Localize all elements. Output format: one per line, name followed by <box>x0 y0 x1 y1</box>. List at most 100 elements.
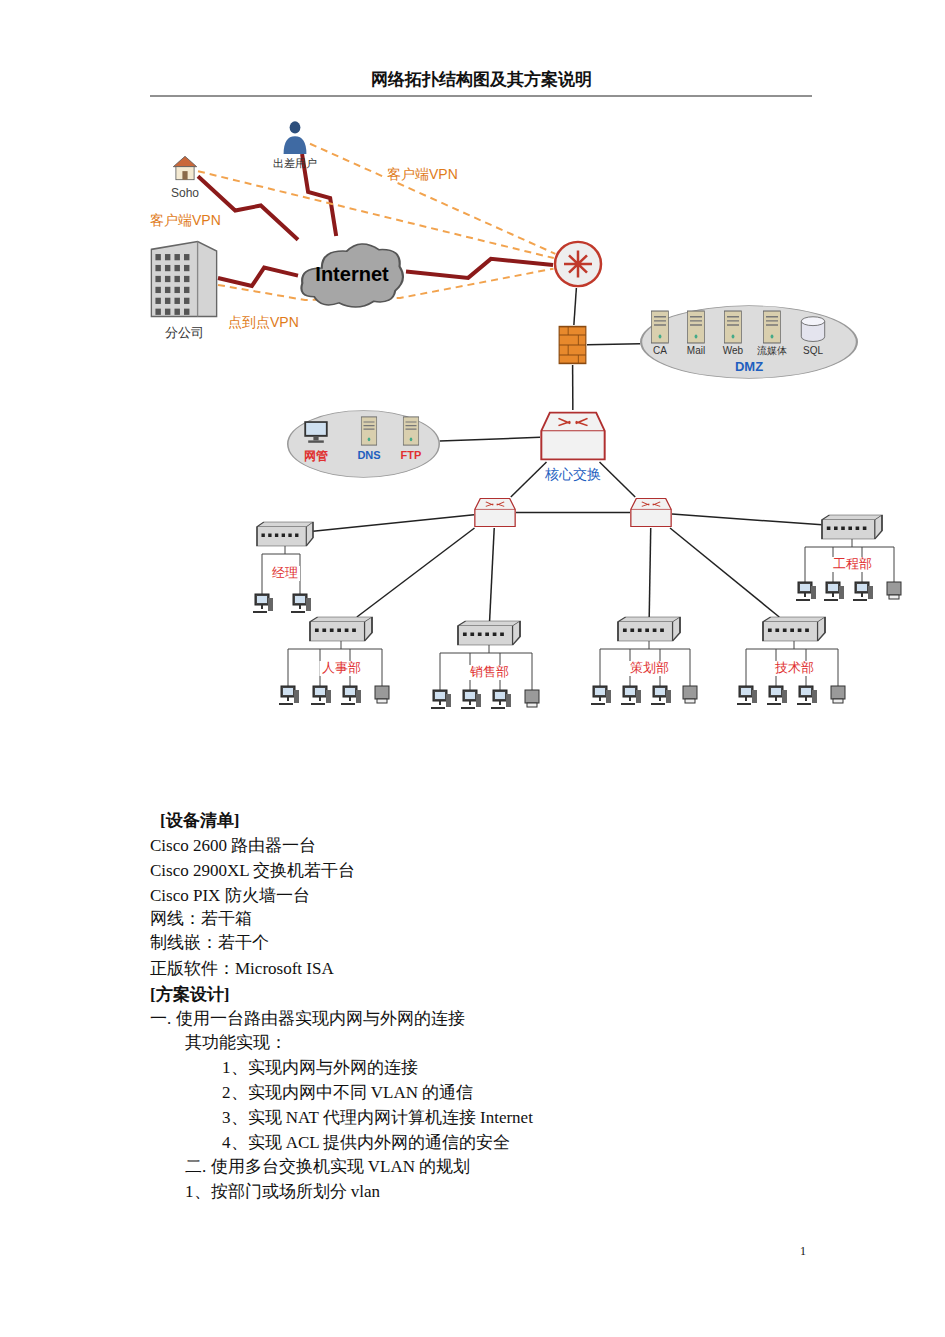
access-switch-shape <box>310 617 372 641</box>
vpn-label: 点到点VPN <box>226 314 301 330</box>
pc-screen <box>283 688 293 695</box>
node-label: 网管 <box>304 450 328 464</box>
pc-tower <box>326 690 331 703</box>
wan-link <box>218 268 298 286</box>
pc-screen <box>857 584 867 591</box>
access-switch: 策划部 <box>618 617 680 641</box>
pc-base <box>253 605 267 612</box>
node-label: 销售部 <box>468 665 511 680</box>
zone-ellipse: DMZCAMailWeb流媒体SQL <box>640 305 858 379</box>
access-switch-shape <box>618 617 680 641</box>
server-icon-shape <box>400 416 422 446</box>
document-line: 一. 使用一台路由器实现内网与外网的连接 <box>150 1009 465 1029</box>
server-icon: FTP <box>400 416 422 446</box>
pc-screen <box>435 692 445 699</box>
pc-screen <box>800 584 810 591</box>
pc-tower <box>268 598 273 611</box>
firewall-symbol <box>558 325 587 365</box>
pc-screen <box>595 688 605 695</box>
node-label: 技术部 <box>773 661 816 676</box>
network-link <box>649 528 651 617</box>
end-devices <box>737 641 845 704</box>
pc-tower <box>811 586 816 599</box>
pc-base <box>491 701 505 708</box>
access-switch: 销售部 <box>458 621 520 645</box>
pc-monitor <box>826 582 840 593</box>
end-devices <box>253 546 311 612</box>
network-link <box>574 288 577 325</box>
database-icon: SQL <box>800 316 826 342</box>
printer-tray <box>833 699 843 703</box>
vpn-label: 客户端VPN <box>148 212 223 228</box>
network-link <box>600 462 636 497</box>
switch-symbol-shape <box>474 497 516 528</box>
pc-monitor <box>623 686 637 697</box>
router-symbol-shape <box>553 240 603 288</box>
wan-link <box>198 176 298 239</box>
internet-cloud: Internet <box>298 236 406 312</box>
pc-base <box>431 701 445 708</box>
server-icon: 流媒体 <box>760 310 784 344</box>
server-icon-shape <box>358 416 380 446</box>
network-link <box>440 437 540 441</box>
monitor-icon-shape <box>303 420 329 444</box>
node-label: 出差用户 <box>273 157 317 170</box>
server-icon: CA <box>648 310 672 344</box>
document-line: 二. 使用多台交换机实现 VLAN 的规划 <box>185 1157 470 1177</box>
pc-base <box>767 697 781 704</box>
pc-tower <box>606 690 611 703</box>
pc-monitor <box>313 686 327 697</box>
pc-base <box>279 697 293 704</box>
pc-base <box>591 697 605 704</box>
drop-cable <box>805 539 894 582</box>
network-link <box>490 528 495 621</box>
network-link <box>313 515 474 531</box>
user-icon: 出差用户 <box>280 120 310 154</box>
server-icon-shape <box>648 310 672 344</box>
user-icon-shape <box>280 120 310 154</box>
pc-monitor <box>798 582 812 593</box>
node-label: SQL <box>803 345 823 357</box>
pc-monitor <box>739 686 753 697</box>
pc-tower <box>294 690 299 703</box>
server-icon: Mail <box>684 310 708 344</box>
printer-icon <box>683 686 697 699</box>
soho-icon-shape <box>172 155 198 181</box>
server-icon-shape <box>760 310 784 344</box>
printer-tray <box>685 699 695 703</box>
branch-building-shape <box>150 240 218 318</box>
node-label: Web <box>723 345 743 357</box>
pc-monitor <box>255 594 269 605</box>
node-label: 分公司 <box>165 326 204 341</box>
vpn-label: 客户端VPN <box>385 166 460 182</box>
pc-screen <box>655 688 665 695</box>
pc-screen <box>465 692 475 699</box>
pc-tower <box>476 694 481 707</box>
pc-base <box>651 697 665 704</box>
pc-base <box>853 593 867 600</box>
branch-building: 分公司 <box>150 240 218 318</box>
document-line: 4、实现 ACL 提供内外网的通信的安全 <box>222 1133 510 1153</box>
document-line: 其功能实现： <box>185 1033 287 1053</box>
node-label: CA <box>653 345 667 357</box>
pc-screen <box>828 584 838 591</box>
pc-monitor <box>293 594 307 605</box>
network-link <box>587 343 640 345</box>
document-line: 网线：若干箱 <box>150 909 252 929</box>
printer-icon <box>887 582 901 595</box>
pc-tower <box>839 586 844 599</box>
document-line: [方案设计] <box>150 985 229 1005</box>
access-switch-shape <box>763 617 825 641</box>
database-icon-shape <box>800 316 826 342</box>
drop-cable <box>262 546 300 594</box>
node-label: 工程部 <box>831 557 874 572</box>
pc-tower <box>636 690 641 703</box>
document-line: Cisco 2900XL 交换机若干台 <box>150 861 355 881</box>
network-link <box>672 514 822 525</box>
pc-screen <box>495 692 505 699</box>
pc-tower <box>356 690 361 703</box>
node-label: FTP <box>401 449 422 462</box>
pc-tower <box>506 694 511 707</box>
pc-base <box>797 697 811 704</box>
pc-base <box>291 605 305 612</box>
